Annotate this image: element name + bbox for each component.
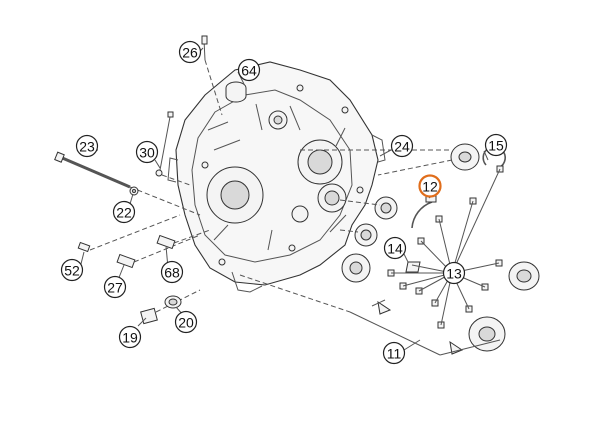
callout-label: 11	[387, 346, 402, 362]
callout-circle	[174, 310, 198, 334]
callout-label: 68	[164, 265, 180, 281]
callout-64: 64	[237, 58, 261, 82]
callout-label: 20	[178, 315, 194, 331]
callout-circle	[135, 140, 159, 164]
callout-label: 64	[241, 63, 257, 79]
callout-circle	[390, 134, 414, 158]
callout-24: 24	[390, 134, 414, 158]
callout-52: 52	[60, 258, 84, 282]
callout-label: 15	[488, 138, 504, 154]
callout-23: 23	[75, 134, 99, 158]
callout-circle	[118, 325, 142, 349]
callout-label: 19	[122, 330, 138, 346]
callout-circle	[160, 260, 184, 284]
callout-26: 26	[178, 40, 202, 64]
callouts: 26 64 23 30 24 15 12 22 14 13 52 27 68 19 20 11	[60, 40, 508, 365]
callout-label: 52	[64, 263, 80, 279]
callout-label: 27	[107, 280, 123, 296]
callout-circle	[484, 133, 508, 157]
callout-11: 11	[382, 341, 406, 365]
callout-14: 14	[383, 236, 407, 260]
callout-circle	[112, 200, 136, 224]
callout-label: 26	[182, 45, 198, 61]
callout-13: 13	[442, 261, 466, 285]
callout-19: 19	[118, 325, 142, 349]
callout-circle	[237, 58, 261, 82]
callout-22: 22	[112, 200, 136, 224]
callout-15: 15	[484, 133, 508, 157]
callout-68: 68	[160, 260, 184, 284]
callout-label: 14	[387, 241, 403, 257]
crankcase-illustration	[167, 61, 386, 293]
callout-circle	[383, 236, 407, 260]
callout-30: 30	[135, 140, 159, 164]
callout-label: 23	[79, 139, 95, 155]
callout-circle	[75, 134, 99, 158]
callout-20: 20	[174, 310, 198, 334]
callout-label: 24	[394, 139, 410, 155]
callout-27: 27	[103, 275, 127, 299]
callout-circle	[442, 261, 466, 285]
callout-circle	[418, 174, 442, 198]
callout-12: 12	[418, 174, 442, 198]
callout-circle	[60, 258, 84, 282]
callout-label: 22	[116, 205, 132, 221]
callout-circle	[103, 275, 127, 299]
callout-label: 30	[139, 145, 155, 161]
callout-circle	[382, 341, 406, 365]
callout-circle	[178, 40, 202, 64]
callout-label: 12	[422, 179, 438, 195]
callout-label: 13	[446, 266, 462, 282]
